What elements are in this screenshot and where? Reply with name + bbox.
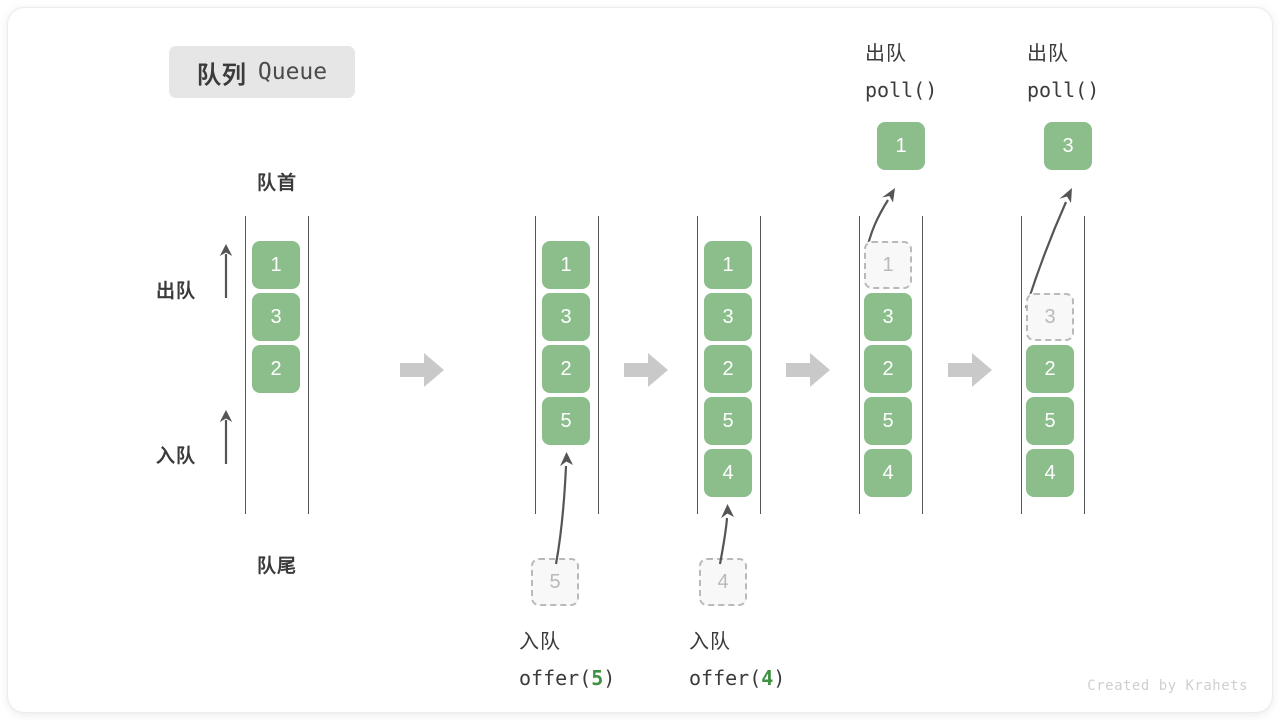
- dequeue-motion-arrow-3: [1018, 176, 1088, 312]
- caption-poll-1-cn: 出队: [865, 43, 907, 65]
- queue-cell: 3: [864, 293, 912, 341]
- caption-offer-5-arg: 5: [591, 666, 604, 690]
- queue-rail-left-2: [535, 216, 536, 514]
- step-arrow-1: [400, 352, 444, 388]
- queue-cell: 1: [704, 241, 752, 289]
- queue-cell: 2: [252, 345, 300, 393]
- queue-rail-left-5: [1021, 216, 1022, 514]
- step-arrow-4: [948, 352, 992, 388]
- queue-cell: 2: [542, 345, 590, 393]
- queue-rail-left-4: [859, 216, 860, 514]
- caption-poll-3-cn: 出队: [1027, 43, 1069, 65]
- outgoing-cell-3: 3: [1044, 122, 1092, 170]
- step-arrow-3: [786, 352, 830, 388]
- caption-poll-1: 出队 poll(): [865, 36, 937, 108]
- queue-rail-right-5: [1084, 216, 1085, 514]
- queue-rail-left-3: [697, 216, 698, 514]
- caption-poll-3-fn: poll(): [1027, 78, 1100, 102]
- queue-cell-removed: 1: [864, 241, 912, 289]
- queue-cell-removed: 3: [1026, 293, 1074, 341]
- dequeue-side-label: 出队: [156, 281, 197, 302]
- caption-offer-5-close: ): [603, 666, 616, 690]
- dequeue-direction-arrow: [214, 242, 238, 298]
- enqueue-motion-arrow-4: [708, 490, 758, 568]
- queue-cell: 3: [542, 293, 590, 341]
- queue-cell: 2: [1026, 345, 1074, 393]
- title-badge: 队列 Queue: [169, 46, 355, 98]
- queue-rail-right-3: [760, 216, 761, 514]
- outgoing-cell-1: 1: [877, 122, 925, 170]
- queue-rail-right-1: [308, 216, 309, 514]
- caption-poll-3: 出队 poll(): [1027, 36, 1099, 108]
- caption-poll-1-fn: poll(): [865, 78, 938, 102]
- caption-offer-4-arg: 4: [761, 666, 774, 690]
- queue-cell-new: 4: [704, 449, 752, 497]
- queue-head-label: 队首: [256, 173, 297, 194]
- queue-cells-5: 3 2 5 4: [1026, 293, 1074, 497]
- caption-offer-5-cn: 入队: [519, 631, 561, 653]
- queue-cell: 4: [1026, 449, 1074, 497]
- title-en: Queue: [257, 59, 328, 85]
- caption-offer-5-fn: offer(: [519, 666, 592, 690]
- queue-rail-left-1: [245, 216, 246, 514]
- queue-cell: 5: [704, 397, 752, 445]
- queue-cell: 4: [864, 449, 912, 497]
- queue-cell: 5: [1026, 397, 1074, 445]
- queue-cell: 2: [704, 345, 752, 393]
- queue-cells-1: 1 3 2: [252, 241, 300, 393]
- enqueue-direction-arrow: [214, 408, 238, 464]
- queue-cell: 1: [542, 241, 590, 289]
- incoming-ghost-cell-4: 4: [699, 558, 747, 606]
- queue-cell: 3: [252, 293, 300, 341]
- queue-rail-right-4: [922, 216, 923, 514]
- queue-cell-new: 5: [542, 397, 590, 445]
- step-arrow-2: [624, 352, 668, 388]
- caption-offer-4-fn: offer(: [689, 666, 762, 690]
- queue-cell: 5: [864, 397, 912, 445]
- queue-cell: 2: [864, 345, 912, 393]
- queue-cells-2: 1 3 2 5: [542, 241, 590, 445]
- enqueue-motion-arrow-5: [538, 438, 598, 568]
- queue-cells-4: 1 3 2 5 4: [864, 241, 912, 497]
- caption-offer-4-cn: 入队: [689, 631, 731, 653]
- enqueue-side-label: 入队: [156, 446, 197, 467]
- queue-tail-label: 队尾: [256, 556, 297, 577]
- queue-cell: 1: [252, 241, 300, 289]
- queue-cell: 3: [704, 293, 752, 341]
- title-cn: 队列: [196, 61, 247, 89]
- queue-rail-right-2: [598, 216, 599, 514]
- diagram-canvas: 队列 Queue 队首 队尾 出队 入队 1 3 2 1 3 2 5: [8, 8, 1272, 712]
- caption-offer-4-close: ): [773, 666, 786, 690]
- incoming-ghost-cell-5: 5: [531, 558, 579, 606]
- watermark: Created by Krahets: [1087, 678, 1248, 694]
- queue-cells-3: 1 3 2 5 4: [704, 241, 752, 497]
- caption-offer-4: 入队 offer(4): [689, 624, 785, 697]
- caption-offer-5: 入队 offer(5): [519, 624, 615, 697]
